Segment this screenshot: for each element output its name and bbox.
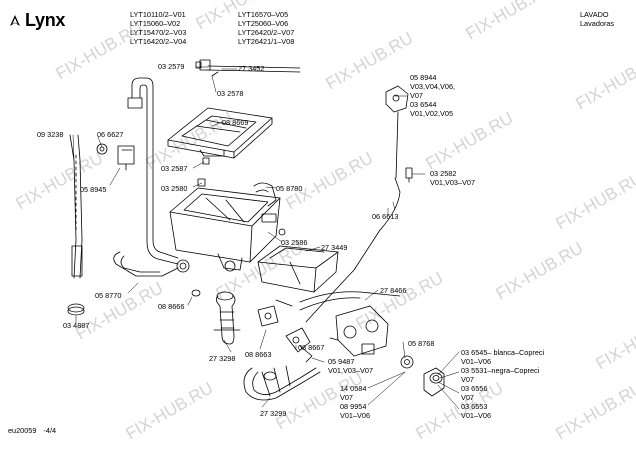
drawing-number: eu20059 (8, 426, 37, 435)
part-label: 08 8667 (298, 343, 325, 352)
part-label: V01–V06 (461, 357, 492, 366)
part-label: 27 3298 (209, 354, 236, 363)
drawing-id: eu20059 -4/4 (8, 426, 56, 435)
part-label: V07 (461, 375, 474, 384)
part-label: 05 8770 (95, 291, 122, 300)
part-label: 06 6613 (372, 212, 399, 221)
part-label: 03 6556 (461, 384, 488, 393)
part-label: 03 2579 (158, 62, 185, 71)
part-label: 05 9487 (328, 357, 355, 366)
part-label: 09 3238 (37, 130, 64, 139)
part-label: 27 3452 (238, 64, 265, 73)
flame-logo-icon (10, 14, 20, 26)
part-label: 14 0584 (340, 384, 367, 393)
model-item: LYT26421/1–V08 (238, 37, 295, 46)
model-item: LYT16420/2–V04 (130, 37, 187, 46)
part-label: 05 8780 (276, 184, 303, 193)
brand-name: Lynx (25, 10, 66, 30)
model-item: LYT15060–V02 (130, 19, 181, 28)
part-label: 03 2586 (281, 238, 308, 247)
page-number: -4/4 (43, 426, 57, 435)
model-item: LYT10110/2–V01 (130, 10, 186, 19)
part-label: 27 3299 (260, 409, 287, 418)
model-item: LYT25060–V06 (238, 19, 289, 28)
part-label: 03 2580 (161, 184, 188, 193)
part-label: 03 6553 (461, 402, 488, 411)
part-label: V01,V03–V07 (328, 366, 374, 375)
category-subtitle: Lavadoras (580, 19, 615, 28)
category-block: LAVADO Lavadoras (580, 10, 614, 28)
part-label: 05 8768 (408, 339, 435, 348)
part-label: 03 2587 (161, 164, 188, 173)
part-label: V07 (461, 393, 474, 402)
part-label: 08 8663 (245, 350, 272, 359)
part-label: V01,V03–V07 (430, 178, 476, 187)
part-label: 03 5531–negra–Copreci (461, 366, 540, 375)
part-label: V01,V02,V05 (410, 109, 454, 118)
part-label: 05 8945 (80, 185, 107, 194)
part-label: 03 6545– blanca–Copreci (461, 348, 545, 357)
model-item: LYT26420/2–V07 (238, 28, 295, 37)
part-label: 03 2582 (430, 169, 457, 178)
part-label: V01–V06 (340, 411, 371, 420)
part-label: 08 8669 (222, 118, 249, 127)
brand-logo: Lynx (8, 10, 65, 31)
part-label: 08 8666 (158, 302, 185, 311)
part-label: V01–V06 (461, 411, 492, 420)
part-label: V03,V04,V06, (410, 82, 456, 91)
part-label: V07 (410, 91, 423, 100)
model-item: LYT16570–V05 (238, 10, 289, 19)
part-label: 03 6544 (410, 100, 437, 109)
category-title: LAVADO (580, 10, 609, 19)
part-label: 03 2578 (217, 89, 244, 98)
model-item: LYT15470/2–V03 (130, 28, 187, 37)
part-label: 05 8944 (410, 73, 437, 82)
model-list-col2: LYT16570–V05 LYT25060–V06 LYT26420/2–V07… (238, 10, 294, 46)
part-label: V07 (340, 393, 353, 402)
model-list-col1: LYT10110/2–V01 LYT15060–V02 LYT15470/2–V… (130, 10, 186, 46)
part-label: 27 3449 (321, 243, 348, 252)
part-label: 08 9954 (340, 402, 367, 411)
part-label: 06 6627 (97, 130, 124, 139)
part-label: 03 4887 (63, 321, 90, 330)
part-label: 27 8466 (380, 286, 407, 295)
